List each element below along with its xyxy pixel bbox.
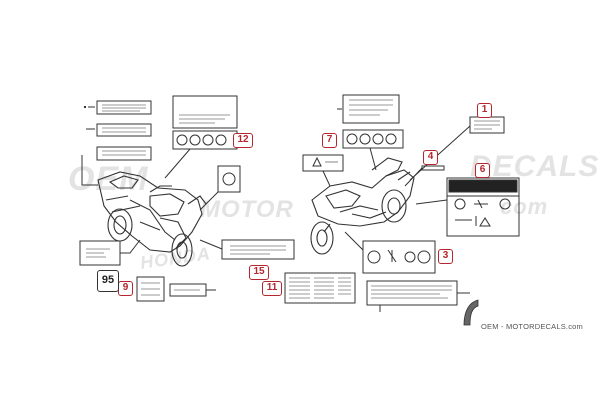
number-plate-badge: 95 [97, 270, 119, 292]
callout-9: 9 [118, 281, 133, 296]
callout-7: 7 [322, 133, 337, 148]
watermark-motor: MOTOR [200, 196, 294, 223]
callout-12: 12 [233, 133, 253, 148]
watermark-domain: com [500, 194, 549, 219]
callout-4: 4 [423, 150, 438, 165]
callout-1: 1 [477, 103, 492, 118]
left-label-group [79, 95, 295, 302]
callout-15: 15 [249, 265, 269, 280]
right-label-group [284, 94, 520, 326]
callout-3: 3 [438, 249, 453, 264]
brand-caption: OEM - MOTORDECALS.com [481, 322, 583, 331]
callout-11: 11 [262, 281, 282, 296]
left-motorcycle [97, 171, 207, 267]
callout-6: 6 [475, 163, 490, 178]
right-motorcycle [310, 157, 415, 255]
